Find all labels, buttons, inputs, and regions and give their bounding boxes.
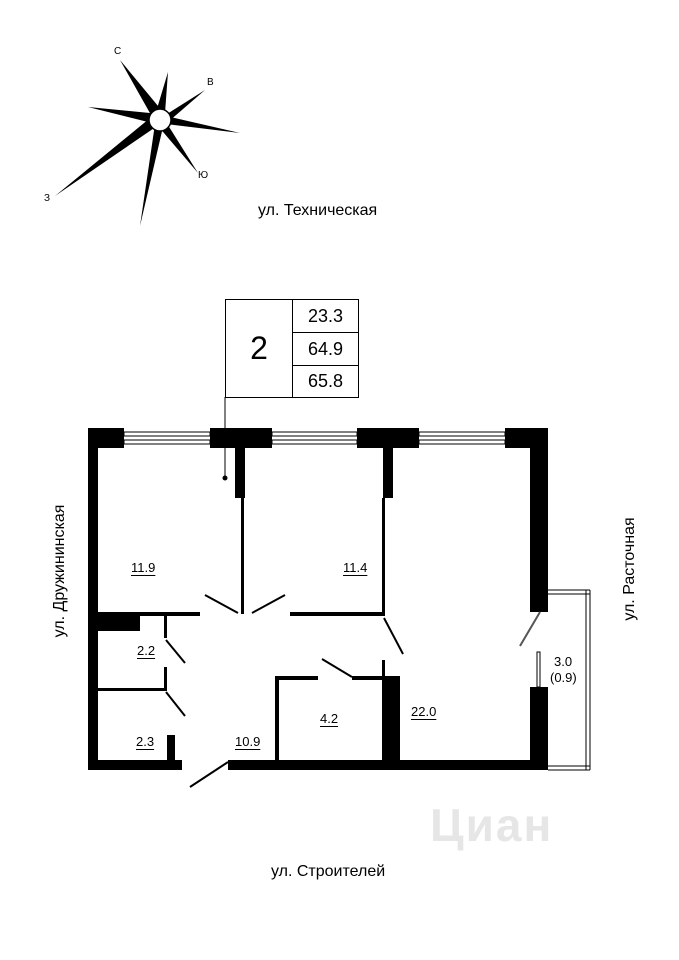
room-storage-area: 4.2 xyxy=(320,711,339,726)
street-right-label: ул. Расточная xyxy=(621,517,638,621)
compass-south-label: Ю xyxy=(198,170,209,181)
compass-rose-icon xyxy=(55,60,240,226)
windows xyxy=(123,431,506,445)
street-left-label: ул. Дружининская xyxy=(51,504,68,638)
street-top-label: ул. Техническая xyxy=(258,202,378,219)
room-living-kitchen-area: 22.0 xyxy=(411,704,437,719)
doors xyxy=(165,594,541,788)
rooms-count: 2 xyxy=(225,299,293,398)
compass-west-label: З xyxy=(44,193,51,204)
compass-north-label: С xyxy=(114,46,122,57)
street-bottom-label: ул. Строителей xyxy=(271,863,386,880)
total-area: 64.9 xyxy=(292,332,359,366)
balcony-area: 3.0 xyxy=(554,654,573,669)
balcony xyxy=(536,589,591,771)
room-bedroom-2-area: 11.4 xyxy=(343,560,368,575)
room-bedroom-1-area: 11.9 xyxy=(131,560,156,575)
room-bathroom-2-area: 2.3 xyxy=(136,734,155,749)
watermark-logo: Циан xyxy=(430,799,554,851)
living-area: 23.3 xyxy=(292,299,359,333)
room-bathroom-1-area: 2.2 xyxy=(137,643,156,658)
total-area-with-balcony: 65.8 xyxy=(292,365,359,398)
room-hallway-area: 10.9 xyxy=(235,734,261,749)
balcony-reduced-area: (0.9) xyxy=(550,670,577,685)
walls xyxy=(88,428,548,770)
compass-east-label: В xyxy=(207,77,214,88)
